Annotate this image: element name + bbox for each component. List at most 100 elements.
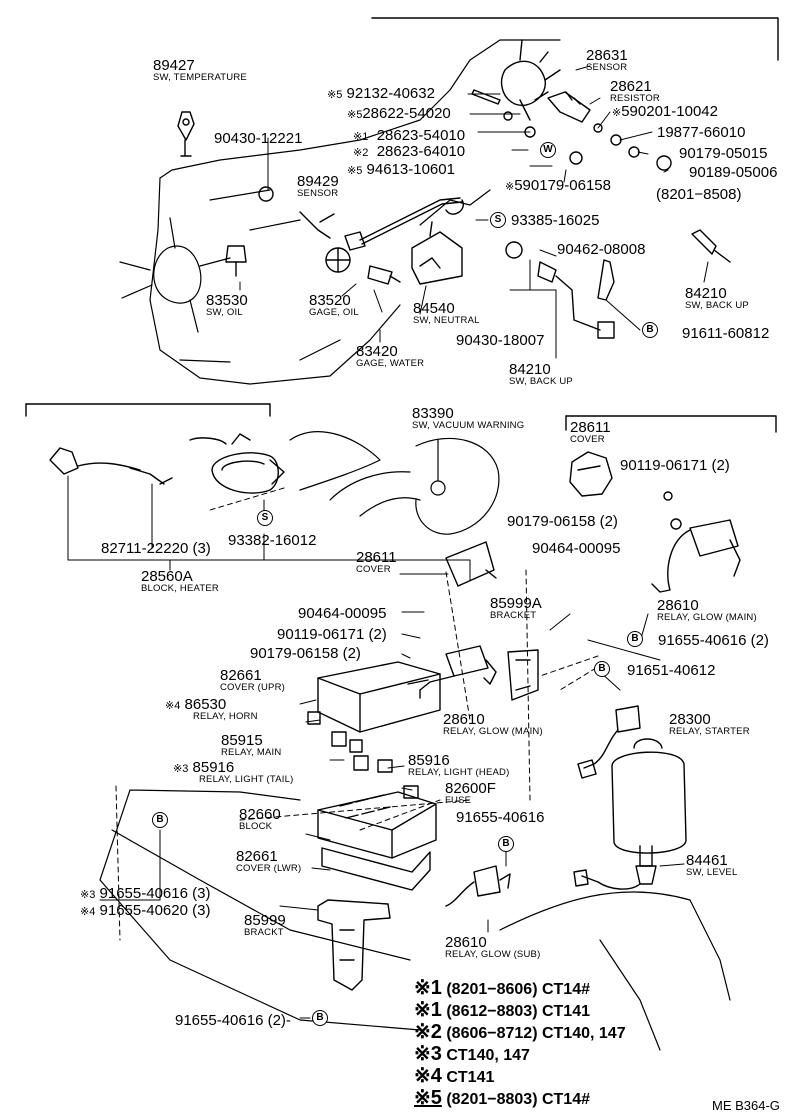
part-82660: 82660 BLOCK	[239, 807, 281, 832]
central-leader-lines	[99, 559, 685, 1019]
part-86530: ※4 86530 RELAY, HORN	[165, 697, 258, 722]
ct141-group-bracket	[565, 415, 777, 433]
footer-code: ME B364-G	[712, 1098, 780, 1113]
part-name: RELAY, GLOW (SUB)	[445, 949, 541, 960]
part-93385: 93385-16025	[511, 212, 600, 229]
part-89427: 89427 SW, TEMPERATURE	[153, 58, 247, 83]
part-91611: 91611-60812	[682, 325, 770, 342]
part-number: 82661	[236, 848, 278, 865]
note-text: (8201−8803) CT14#	[446, 1091, 590, 1108]
note-mark: ※1	[414, 977, 442, 999]
part-number: 91655-40616 (3)	[99, 885, 211, 902]
part-28610-center: 28610 RELAY, GLOW (MAIN)	[443, 712, 543, 737]
part-28611-ct141: 28611 COVER	[570, 420, 611, 445]
part-89429: 89429 SENSOR	[297, 174, 339, 199]
reservoir-tank-icon	[611, 738, 687, 867]
part-number: 28560A	[141, 568, 193, 585]
part-19877: 19877-66010	[657, 124, 746, 141]
part-28611-center: 28611 COVER	[356, 550, 397, 575]
part-number: 84210	[509, 361, 551, 378]
part-name: COVER	[570, 434, 605, 445]
part-92132: ※5 92132-40632	[327, 86, 435, 101]
part-number: 84540	[413, 300, 455, 317]
note-mark: ※4	[165, 700, 181, 712]
part-28610-right: 28610 RELAY, GLOW (MAIN)	[657, 598, 757, 623]
central-cover-icon	[445, 541, 497, 587]
part-83420: 83420 GAGE, WATER	[356, 344, 424, 369]
part-90179-right: 90179-06158 (2)	[507, 513, 618, 530]
part-name: SW, TEMPERATURE	[153, 72, 247, 83]
note-text: CT141	[446, 1069, 495, 1086]
part-28621: 28621 RESISTOR	[610, 79, 660, 104]
marker-b-91651: B	[594, 661, 610, 677]
part-number: 89427	[153, 57, 195, 74]
fuse-block-icon	[317, 791, 437, 891]
oil-gage-icon	[325, 247, 351, 273]
part-90430-18007: 90430-18007	[456, 332, 545, 349]
part-number: 28621	[610, 78, 652, 95]
part-number: 92132-40632	[346, 85, 435, 102]
glow-relay-sub-icon	[445, 865, 511, 907]
note-mark: ※4	[414, 1065, 442, 1087]
part-name: COVER (UPR)	[220, 682, 286, 693]
part-name: BLOCK, HEATER	[141, 583, 219, 594]
part-84540: 84540 SW, NEUTRAL	[413, 301, 480, 326]
part-number: 91655-40620 (3)	[99, 902, 211, 919]
neutral-switch-icon	[411, 221, 463, 285]
part-85916-tail: ※3 85916 RELAY, LIGHT (TAIL)	[173, 760, 293, 785]
part-91655-center: 91655-40616	[456, 809, 545, 826]
part-name: SW, BACK UP	[685, 300, 749, 311]
part-90464-center: 90464-00095	[298, 605, 387, 622]
note-row: ※4 CT141	[414, 1066, 626, 1086]
part-name: COVER (LWR)	[236, 863, 302, 874]
range-label-8201-8508: (8201−8508)	[656, 186, 742, 203]
part-number: 28622-54020	[362, 105, 451, 122]
backup-switch-variant-icon	[691, 229, 731, 263]
part-name: RELAY, MAIN	[221, 747, 282, 758]
marker-b-bottom: B	[312, 1010, 328, 1026]
heater-block-bracket	[25, 403, 271, 417]
part-name: SENSOR	[297, 188, 339, 199]
part-91655-bottom: 91655-40616 (2)-	[175, 1012, 291, 1029]
note-mark: ※	[505, 181, 515, 193]
part-91655-40620-3: ※4 91655-40620 (3)	[80, 903, 210, 918]
part-90430-12221: 90430-12221	[214, 130, 303, 147]
marker-b-91611: B	[642, 322, 658, 338]
part-name: RESISTOR	[610, 93, 660, 104]
note-mark: ※4	[80, 906, 96, 918]
part-28631: 28631 SENSOR	[586, 48, 628, 73]
part-82600F: 82600F FUSE	[445, 781, 496, 806]
note-mark: ※3	[173, 763, 189, 775]
part-number: 84210	[685, 285, 727, 302]
part-82711: 82711-22220 (3)	[101, 540, 211, 557]
part-number: 28611	[570, 419, 611, 436]
part-85999: 85999 BRACKT	[244, 913, 286, 938]
chassis-outline	[99, 789, 731, 1051]
note-row: ※5 (8201−8803) CT14#	[414, 1088, 626, 1108]
part-name: FUSE	[445, 795, 472, 806]
vacuum-switch-area	[289, 431, 500, 535]
part-name: SW, VACUUM WARNING	[412, 420, 525, 431]
part-number: 83520	[309, 292, 351, 309]
part-85916-head: 85916 RELAY, LIGHT (HEAD)	[408, 753, 509, 778]
part-28300: 28300 RELAY, STARTER	[669, 712, 750, 737]
part-90179-center: 90179-06158 (2)	[250, 645, 361, 662]
bolt-92132-icon	[471, 89, 501, 105]
cover-upper-icon	[317, 661, 441, 733]
backup-switch-icon	[505, 241, 615, 339]
part-number: 28623-64010	[376, 143, 466, 160]
part-number: 590201-10042	[621, 103, 718, 120]
part-28610-sub: 28610 RELAY, GLOW (SUB)	[445, 935, 540, 960]
part-number: 28623-54010	[376, 127, 466, 144]
part-name: RELAY, LIGHT (HEAD)	[408, 767, 510, 778]
note-mark: ※1	[414, 999, 442, 1021]
part-85915: 85915 RELAY, MAIN	[221, 733, 281, 758]
relay-set-icon	[307, 711, 419, 799]
part-590179: ※590179-06158	[505, 178, 611, 193]
note-row: ※3 CT140, 147	[414, 1044, 626, 1064]
note-mark: ※1	[353, 131, 369, 143]
note-row: ※2 (8606−8712) CT140, 147	[414, 1022, 626, 1042]
note-row: ※1 (8612−8803) CT141	[414, 1000, 626, 1020]
sensor-assembly-icon	[500, 39, 591, 123]
part-name: RELAY, GLOW (MAIN)	[443, 726, 543, 737]
